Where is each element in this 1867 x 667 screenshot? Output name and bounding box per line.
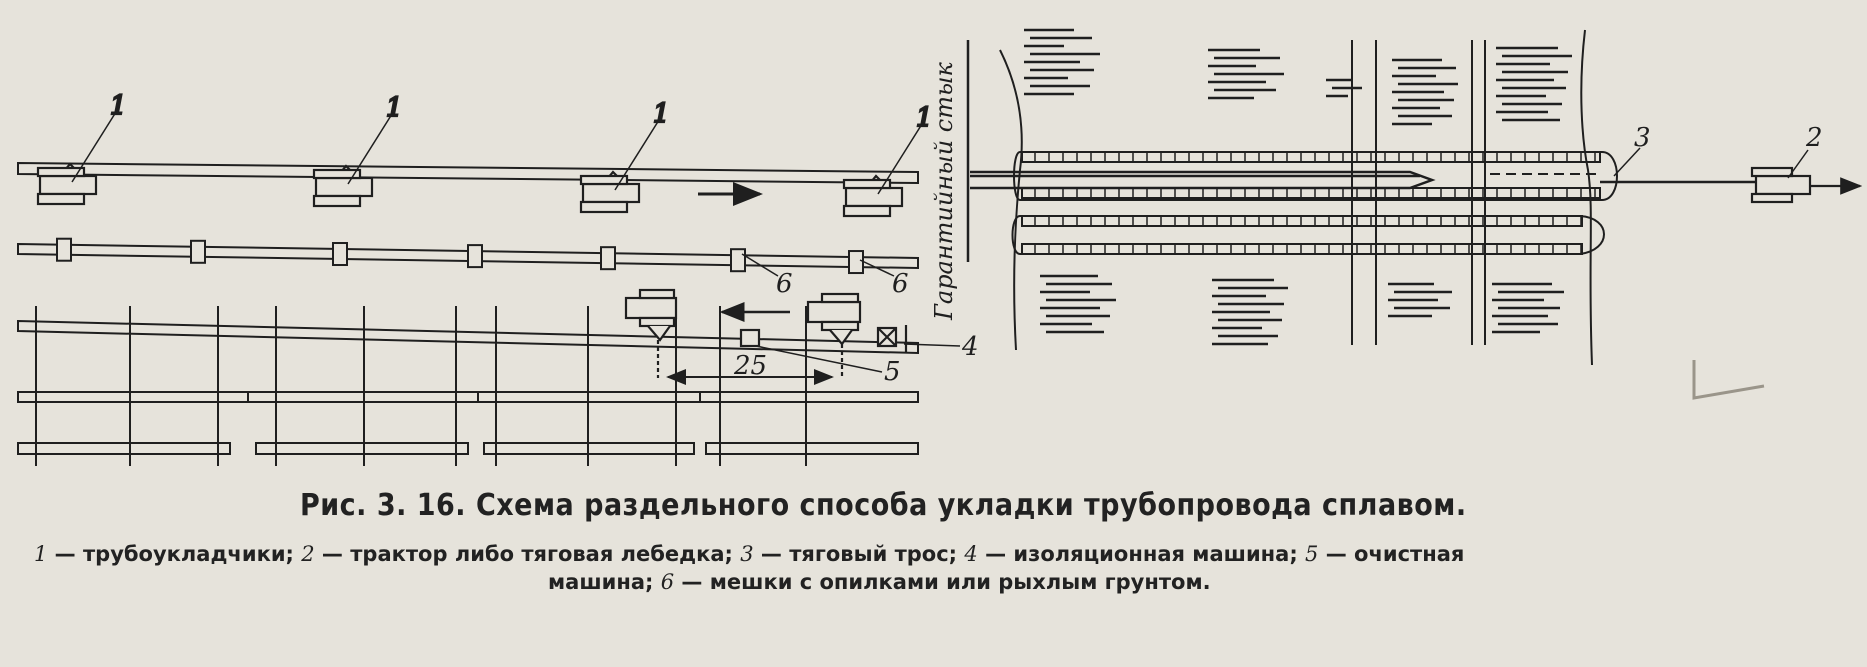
legend-text: — мешки с опилками или рыхлым грунтом. — [674, 570, 1211, 594]
sawdust-bag — [332, 242, 348, 267]
figure-caption: Рис. 3. 16. Схема раздельного способа ук… — [300, 488, 1467, 523]
legend-number: 4 — [964, 542, 978, 566]
label-bags-1: 6 — [776, 269, 793, 299]
label-tractor: 2 — [1805, 123, 1823, 153]
pipelayer-3: 1 — [579, 98, 671, 214]
legend-number: 6 — [660, 570, 675, 594]
label-cleaning-machine: 5 — [884, 357, 901, 387]
river-banks — [999, 29, 1593, 366]
legend-number: 3 — [740, 542, 754, 566]
upper-pipeline — [17, 161, 919, 185]
pipelayer-4: 1 — [842, 102, 934, 218]
legend-text: — изоляционная машина; — [977, 542, 1306, 566]
bags-labels — [741, 253, 895, 277]
legend-text: — очистная — [1318, 542, 1465, 566]
leader-3 — [1613, 147, 1641, 177]
legend-text: — трактор либо тяговая лебедка; — [314, 542, 741, 566]
sawdust-bag — [730, 248, 746, 273]
legend-number: 2 — [301, 542, 315, 566]
label-insulation-machine: 4 — [961, 332, 979, 362]
sawdust-bag — [190, 239, 206, 264]
pulling-cable — [970, 170, 1760, 190]
label-pipelayer: 1 — [653, 99, 670, 129]
legend-text: машина; — [548, 570, 661, 594]
label-distance: 25 — [733, 351, 767, 381]
guarantee-joint-label: Гарантийный стык — [930, 61, 958, 321]
leaders-4-5 — [755, 343, 961, 373]
machines-on-pipe — [624, 288, 908, 378]
label-cable: 3 — [1634, 123, 1651, 153]
sawdust-bag — [56, 237, 72, 262]
legend-number: 5 — [1305, 542, 1319, 566]
legend-line-1: 1 — трубоукладчики; 2 — трактор либо тяг… — [34, 540, 1464, 568]
grid-uprights — [35, 306, 807, 466]
water-hatching — [1024, 28, 1572, 346]
legend-line-2: машина; 6 — мешки с опилками или рыхлым … — [548, 568, 1838, 596]
label-bags-2: 6 — [892, 269, 909, 299]
pipelayers: 1 1 1 1 — [36, 90, 934, 218]
sawdust-bag — [600, 246, 616, 271]
legend-text: — трубоукладчики; — [47, 542, 302, 566]
skid-grid — [17, 319, 919, 455]
sawdust-bag — [467, 244, 483, 269]
sawdust-bag — [848, 250, 864, 275]
leader-2 — [1787, 149, 1809, 179]
label-pipelayer: 1 — [110, 91, 127, 121]
sawdust-bags — [56, 237, 864, 275]
pipelayer-1: 1 — [36, 90, 128, 206]
legend-text: — тяговый трос; — [753, 542, 965, 566]
tractor — [1750, 166, 1863, 204]
ballast-pipeline — [17, 242, 919, 270]
legend-number: 1 — [34, 542, 48, 566]
figure-legend: 1 — трубоукладчики; 2 — трактор либо тяг… — [34, 540, 1838, 596]
floating-pipeline — [1011, 151, 1618, 255]
pencil-mark — [1692, 360, 1765, 400]
label-pipelayer: 1 — [916, 103, 933, 133]
label-pipelayer: 1 — [386, 93, 403, 123]
pipelayer-2: 1 — [312, 92, 404, 208]
